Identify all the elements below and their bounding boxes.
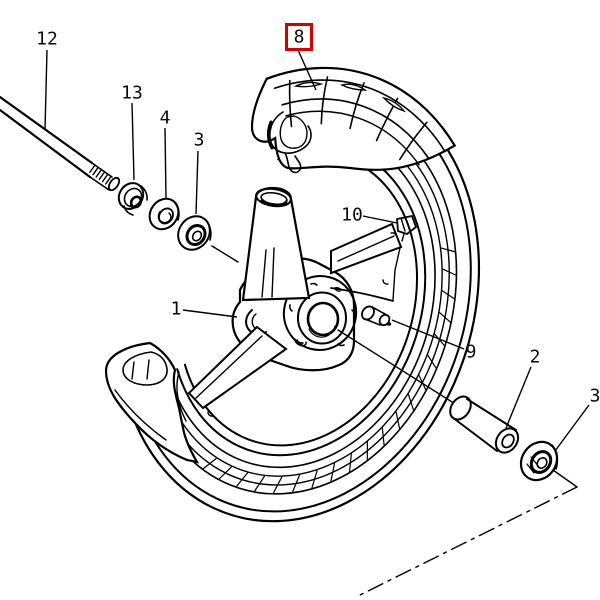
spoke-right — [330, 222, 403, 302]
leader-line-4 — [164, 127, 167, 200]
callout-12[interactable]: 12 — [36, 29, 58, 50]
bearing-upper-part-3 — [177, 215, 239, 263]
callout-layer: 12 13 4 3 8 10 1 9 2 3 — [36, 23, 600, 452]
callout-4[interactable]: 4 — [160, 108, 171, 129]
rim-hatch-tick — [407, 393, 415, 411]
bearing-boss — [282, 275, 358, 351]
callout-9[interactable]: 9 — [466, 342, 477, 363]
rim-hatch-tick — [272, 476, 283, 494]
leader-line-1 — [182, 309, 238, 318]
leader-line-9 — [391, 319, 465, 350]
rim-hatch-tick — [440, 247, 456, 253]
callout-1[interactable]: 1 — [171, 299, 182, 320]
clip-part-10 — [396, 215, 417, 242]
assembly-axis-lines — [337, 329, 578, 598]
rim-cross-section-bottom — [104, 341, 200, 464]
rim-hatch-tick — [427, 354, 437, 369]
rim-hatch-tick — [236, 472, 249, 487]
axle-threaded-tip — [107, 176, 121, 192]
leader-line-2 — [505, 366, 532, 429]
axle-bore-outer — [297, 291, 347, 345]
leader-line-10 — [362, 215, 398, 224]
axle-bore-inner — [306, 301, 340, 337]
rim-hatch-tick — [202, 457, 217, 470]
rim-hatch-tick — [254, 475, 265, 492]
rim-hatch-tick — [330, 462, 336, 482]
spacer-part-13 — [117, 182, 148, 216]
center-line-dashed — [355, 486, 578, 598]
rim-hatch-tick — [381, 427, 385, 446]
highlight-box-8 — [285, 23, 313, 51]
upper-spoke-tube — [241, 186, 311, 302]
rim-hatch-tick — [311, 469, 318, 489]
spoke-lower-left — [187, 325, 288, 417]
callout-3-upper[interactable]: 3 — [194, 130, 205, 151]
seal-part-4 — [148, 197, 180, 231]
axle-shaft-part-12 — [0, 95, 121, 192]
callout-8[interactable]: 8 — [294, 27, 305, 48]
leader-line-3-upper — [195, 150, 199, 215]
bearing-lower-part-3 — [519, 440, 559, 482]
rim-hatch-tick — [292, 474, 301, 493]
leader-line-8 — [297, 49, 317, 91]
valve-part-9 — [361, 305, 392, 327]
callout-3-lower[interactable]: 3 — [590, 386, 600, 407]
rim-hatch-tick — [442, 268, 457, 276]
callout-13[interactable]: 13 — [121, 83, 143, 104]
leader-line-3-lower — [554, 404, 590, 452]
callout-10[interactable]: 10 — [341, 205, 363, 226]
rim-hatch-tick — [218, 466, 232, 480]
callout-2[interactable]: 2 — [530, 347, 541, 368]
rim-cross-section-top-part-8 — [250, 66, 457, 174]
collar-part-2 — [449, 395, 520, 454]
rim-hatch-tick — [438, 312, 451, 323]
leader-line-13 — [131, 102, 135, 181]
rim-hatch-tick — [348, 453, 352, 472]
leader-line-12 — [44, 49, 48, 131]
rim-hatch-tick — [395, 411, 401, 429]
rim-hatch-tick — [441, 290, 455, 300]
